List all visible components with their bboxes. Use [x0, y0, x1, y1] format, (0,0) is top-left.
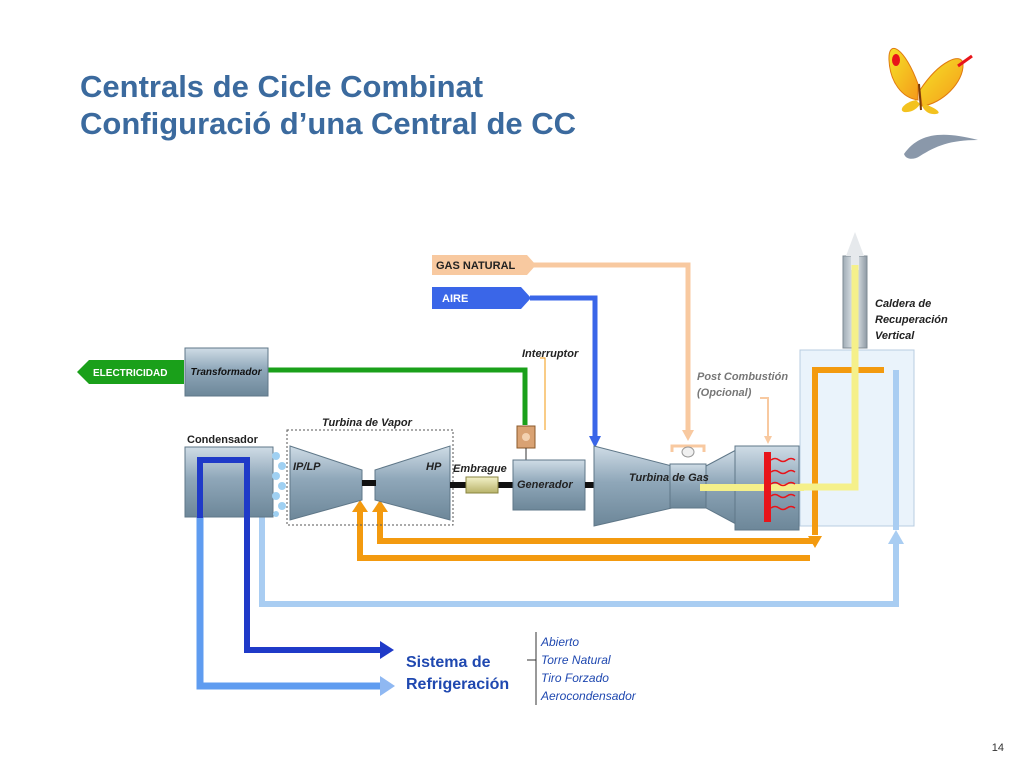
hp-label: HP — [426, 461, 442, 473]
interruptor-icon — [516, 357, 546, 460]
embrague-label: Embrague — [453, 463, 507, 475]
post-combustion-label-1: Post Combustión — [697, 371, 788, 383]
gas-natural-label: GAS NATURAL — [436, 260, 516, 272]
generador-box: Generador — [512, 459, 586, 511]
ip-lp-turbine: IP/LP — [289, 445, 363, 521]
title-line-1: Centrals de Cicle Combinat — [80, 69, 484, 104]
caldera-label-2: Recuperación — [875, 314, 948, 326]
ip-lp-label: IP/LP — [293, 461, 321, 473]
steam-turbine-frame — [286, 429, 454, 526]
refrigeracion-option-2: Tiro Forzado — [541, 671, 609, 685]
caldera-label-1: Caldera de — [875, 298, 931, 310]
title-line-2: Configuració d’una Central de CC — [80, 106, 577, 141]
feedwater-line — [259, 510, 899, 607]
refrigeracion-option-3: Aerocondensador — [540, 689, 637, 703]
shaft-1 — [362, 480, 376, 486]
transformador-box: Transformador — [184, 347, 269, 397]
gas-natural-input: GAS NATURAL — [432, 255, 536, 275]
condensador-box — [184, 446, 286, 518]
gas-natural-line — [533, 262, 691, 432]
turbina-vapor-label: Turbina de Vapor — [322, 417, 413, 429]
cooling-in-line — [196, 458, 380, 690]
transformador-label: Transformador — [191, 367, 263, 378]
electricidad-label: ELECTRICIDAD — [93, 368, 167, 379]
aire-input: AIRE — [432, 287, 531, 309]
post-combustion-label-2: (Opcional) — [697, 387, 752, 399]
interruptor-label: Interruptor — [522, 348, 579, 360]
electricity-line — [268, 367, 528, 425]
exhaust-line — [800, 265, 859, 491]
hp-turbine: HP — [374, 445, 451, 521]
caldera-label-3: Vertical — [875, 330, 915, 342]
page-number: 14 — [991, 742, 1004, 754]
generador-label: Generador — [517, 479, 573, 491]
post-combustion-pointer — [760, 397, 769, 438]
post-combustion-burners-icon — [764, 452, 796, 522]
turbina-gas-label: Turbina de Gas — [629, 472, 709, 484]
exhaust-band — [700, 484, 804, 491]
embrague-icon — [465, 476, 499, 494]
refrigeracion-title-2: Refrigeración — [406, 676, 509, 693]
butterfly-logo-icon — [888, 47, 973, 115]
electricidad-output: ELECTRICIDAD — [77, 360, 184, 384]
refrigeracion-title-1: Sistema de — [406, 654, 491, 671]
shaft-3 — [585, 482, 595, 488]
aire-line — [530, 295, 598, 438]
aire-label: AIRE — [442, 293, 468, 305]
swoosh-logo-icon — [904, 134, 978, 159]
condensador-label: Condensador — [187, 434, 259, 446]
refrigeracion-option-1: Torre Natural — [541, 653, 611, 667]
refrigeracion-option-0: Abierto — [540, 635, 579, 649]
cooling-out-line — [244, 458, 380, 653]
